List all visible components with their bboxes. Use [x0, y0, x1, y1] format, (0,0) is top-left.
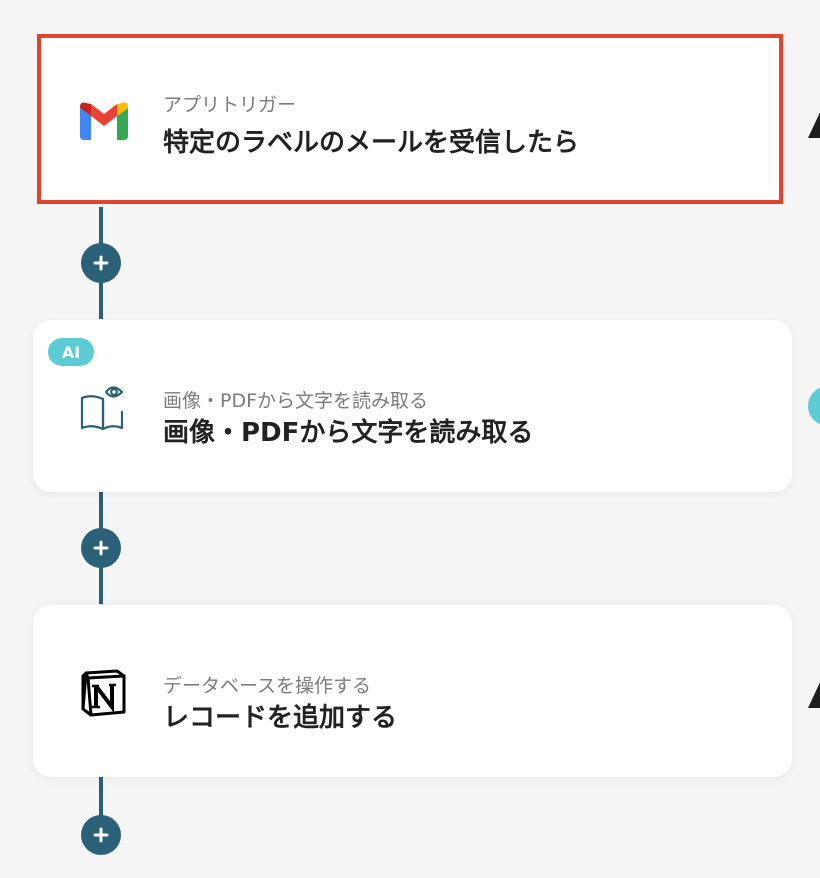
flow-step-card-trigger[interactable]: アプリトリガー 特定のラベルのメールを受信したら	[37, 34, 783, 204]
step-type-label: アプリトリガー	[163, 94, 297, 116]
add-step-button[interactable]	[81, 243, 121, 283]
plus-icon	[93, 255, 109, 271]
step-title: レコードを追加する	[163, 703, 398, 733]
plus-icon	[93, 540, 109, 556]
flow-step-card-notion[interactable]: データベースを操作する レコードを追加する	[33, 605, 792, 777]
step-type-label: 画像・PDFから文字を読み取る	[163, 390, 429, 412]
gmail-icon	[77, 97, 131, 145]
connector-line	[99, 777, 103, 837]
warning-icon-partial	[808, 108, 820, 138]
step-title: 画像・PDFから文字を読み取る	[163, 418, 534, 448]
ai-badge: AI	[48, 338, 94, 366]
warning-icon-partial	[808, 678, 820, 708]
notion-icon	[77, 669, 131, 717]
step-type-label: データベースを操作する	[163, 675, 372, 697]
plus-icon	[93, 827, 109, 843]
flow-step-card-ocr[interactable]: 画像・PDFから文字を読み取る 画像・PDFから文字を読み取る	[33, 320, 792, 492]
ai-indicator-partial	[808, 386, 820, 426]
ocr-book-eye-icon	[77, 384, 131, 432]
add-step-button[interactable]	[81, 815, 121, 855]
add-step-button[interactable]	[81, 528, 121, 568]
step-title: 特定のラベルのメールを受信したら	[163, 128, 580, 158]
